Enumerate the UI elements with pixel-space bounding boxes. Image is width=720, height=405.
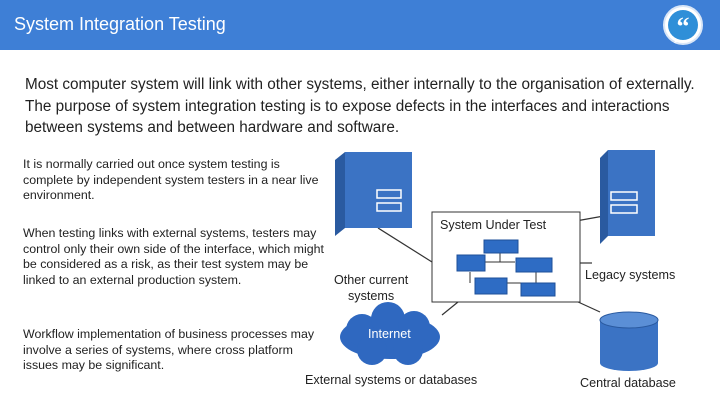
module-1 [456, 254, 486, 272]
note-system-testing: It is normally carried out once system t… [23, 157, 319, 203]
system-under-test-box [431, 211, 581, 303]
label-internet: Internet [368, 327, 411, 341]
module-4 [474, 277, 508, 295]
svg-text:“: “ [677, 12, 690, 41]
label-legacy-systems: Legacy systems [585, 268, 676, 282]
title-bar: System Integration Testing “ [0, 0, 720, 50]
quote-icon: “ [663, 5, 703, 45]
server-right-icon [600, 150, 655, 244]
note-external-systems: When testing links with external systems… [23, 226, 324, 287]
label-central-database: Central database [580, 376, 676, 390]
module-3 [515, 257, 553, 273]
label-system-under-test: System Under Test [440, 218, 547, 232]
central-database-icon [599, 311, 659, 371]
module-5 [520, 282, 556, 297]
label-other-current-1: Other current [334, 273, 409, 287]
server-left-icon [335, 152, 412, 236]
slide-title: System Integration Testing [14, 14, 226, 34]
intro-paragraph: Most computer system will link with othe… [25, 76, 695, 136]
module-2 [483, 239, 519, 254]
label-external-systems: External systems or databases [305, 373, 478, 387]
internet-cloud-icon [340, 302, 440, 365]
label-other-current-2: systems [348, 289, 395, 303]
note-workflow: Workflow implementation of business proc… [23, 327, 315, 373]
